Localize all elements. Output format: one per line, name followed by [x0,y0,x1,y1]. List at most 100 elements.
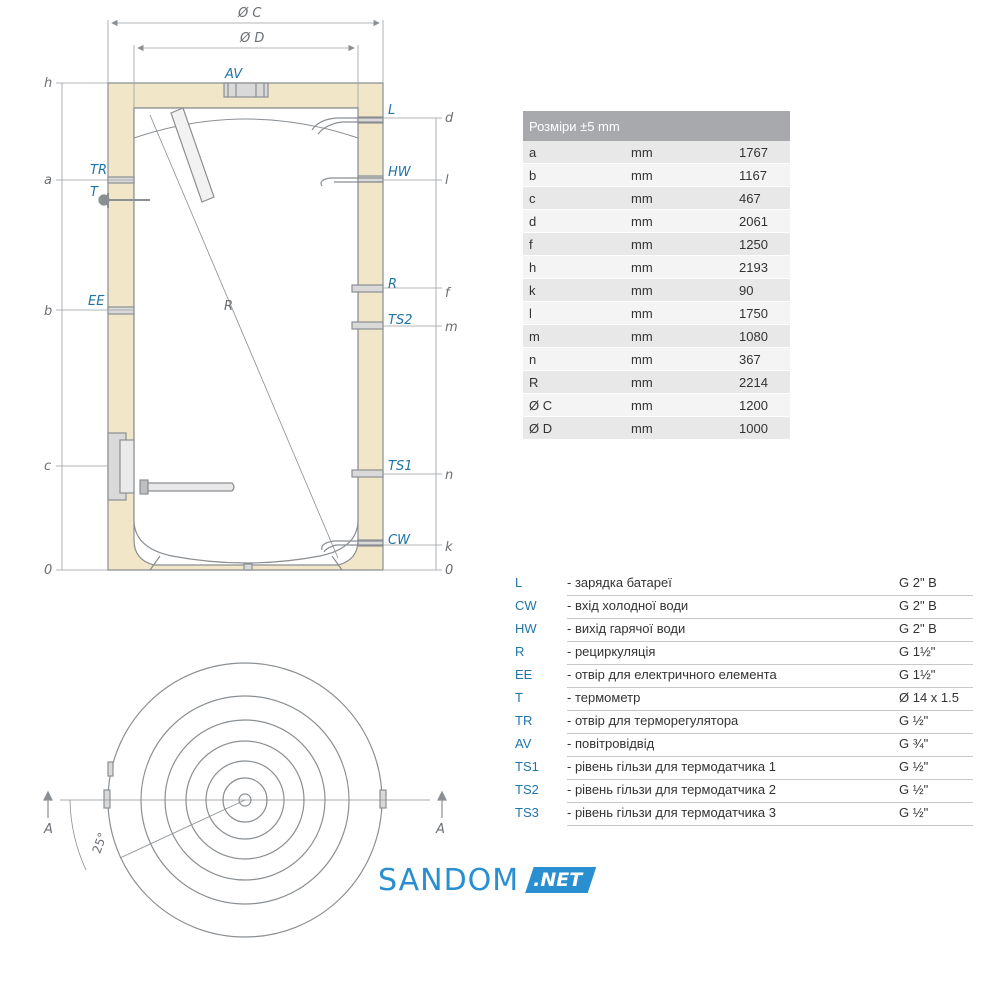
port-label-tr: TR [90,163,107,178]
dim-label-k: k [445,540,453,555]
legend-desc: - вхід холодної води [567,598,689,613]
legend-row: TR - отвір для терморегулятора G ½" [515,711,973,734]
dimension-param: h [523,255,625,279]
dimension-value: 467 [733,186,790,210]
brand-name: SANDOM [378,862,520,898]
section-label-right: A [435,822,445,837]
dimension-unit: mm [625,301,733,325]
section-label-left: A [43,822,53,837]
legend-desc: - отвір для терморегулятора [567,713,739,728]
dimension-value: 1000 [733,416,790,440]
dim-label-l: l [445,173,449,188]
legend-code: HW [515,621,537,636]
legend-thread: G 1½" [899,667,936,682]
port-label-r: R [388,277,397,292]
dim-label-inner-diameter: Ø D [239,31,264,46]
dimension-value: 367 [733,347,790,371]
tank-side-view [98,82,384,571]
dimension-unit: mm [625,324,733,348]
dim-label-h: h [44,76,52,91]
legend-thread: G ½" [899,805,929,820]
dimension-value: 1200 [733,393,790,417]
dimension-value: 1250 [733,232,790,256]
dimension-value: 1080 [733,324,790,348]
legend-desc: - рівень гільзи для термодатчика 1 [567,759,776,774]
legend-thread: G 2" B [899,598,937,613]
dimension-unit: mm [625,347,733,371]
dimension-param: d [523,209,625,233]
legend-thread: G ½" [899,713,929,728]
dimension-param: k [523,278,625,302]
legend-row: TS3 - рівень гільзи для термодатчика 3 G ½… [515,803,973,826]
legend-desc: - рециркуляція [567,644,656,659]
port-label-ee: EE [88,294,105,309]
dimension-param: c [523,186,625,210]
dimension-unit: mm [625,209,733,233]
dim-label-b: b [44,304,52,319]
port-label-ts1: TS1 [388,459,412,474]
legend-desc: - отвір для електричного елемента [567,667,777,682]
legend-code: TR [515,713,533,728]
port-label-cw: CW [388,533,411,548]
dimension-param: b [523,163,625,187]
legend-code: TS2 [515,782,539,797]
brand-tld-badge: .NET [525,867,597,893]
dimension-value: 90 [733,278,790,302]
port-label-ts2: TS2 [388,313,412,328]
tank-plan-view [43,662,447,938]
dimension-param: n [523,347,625,371]
legend-row: CW - вхід холодної води G 2" B [515,596,973,619]
dimension-value: 1750 [733,301,790,325]
dim-label-d: d [445,111,454,126]
legend-thread: G 1½" [899,644,936,659]
dimension-unit: mm [625,255,733,279]
dimension-value: 2214 [733,370,790,394]
dimension-lines [56,19,442,571]
dimension-unit: mm [625,163,733,187]
dimensions-table-header: Розміри ±5 mm [523,111,790,141]
legend-code: R [515,644,525,659]
legend-desc: - термометр [567,690,641,705]
port-label-hw: HW [388,165,412,180]
dimension-param: R [523,370,625,394]
dim-label-outer-diameter: Ø C [237,6,262,21]
angle-label: 25° [89,831,109,856]
top-cover [223,82,269,98]
dim-label-radius: R [224,299,233,314]
dimension-unit: mm [625,186,733,210]
port-label-t: T [90,185,99,200]
legend-thread: G 2" B [899,621,937,636]
dimension-unit: mm [625,393,733,417]
dimension-param: l [523,301,625,325]
dimension-param: a [523,141,625,164]
dim-label-f: f [445,286,452,301]
legend-code: EE [515,667,533,682]
dim-label-a: a [44,173,52,188]
legend-code: CW [515,598,537,613]
dim-label-zero-left: 0 [44,563,52,578]
legend-desc: - рівень гільзи для термодатчика 3 [567,805,776,820]
legend-code: TS3 [515,805,539,820]
legend-code: AV [515,736,532,751]
legend-thread: G ½" [899,759,929,774]
legend-desc: - рівень гільзи для термодатчика 2 [567,782,776,797]
legend-row: R - рециркуляція G 1½" [515,642,973,665]
legend-code: T [515,690,523,705]
legend-row: EE - отвір для електричного елемента G 1½" [515,665,973,688]
dimension-param: m [523,324,625,348]
dimension-value: 1767 [733,141,790,164]
